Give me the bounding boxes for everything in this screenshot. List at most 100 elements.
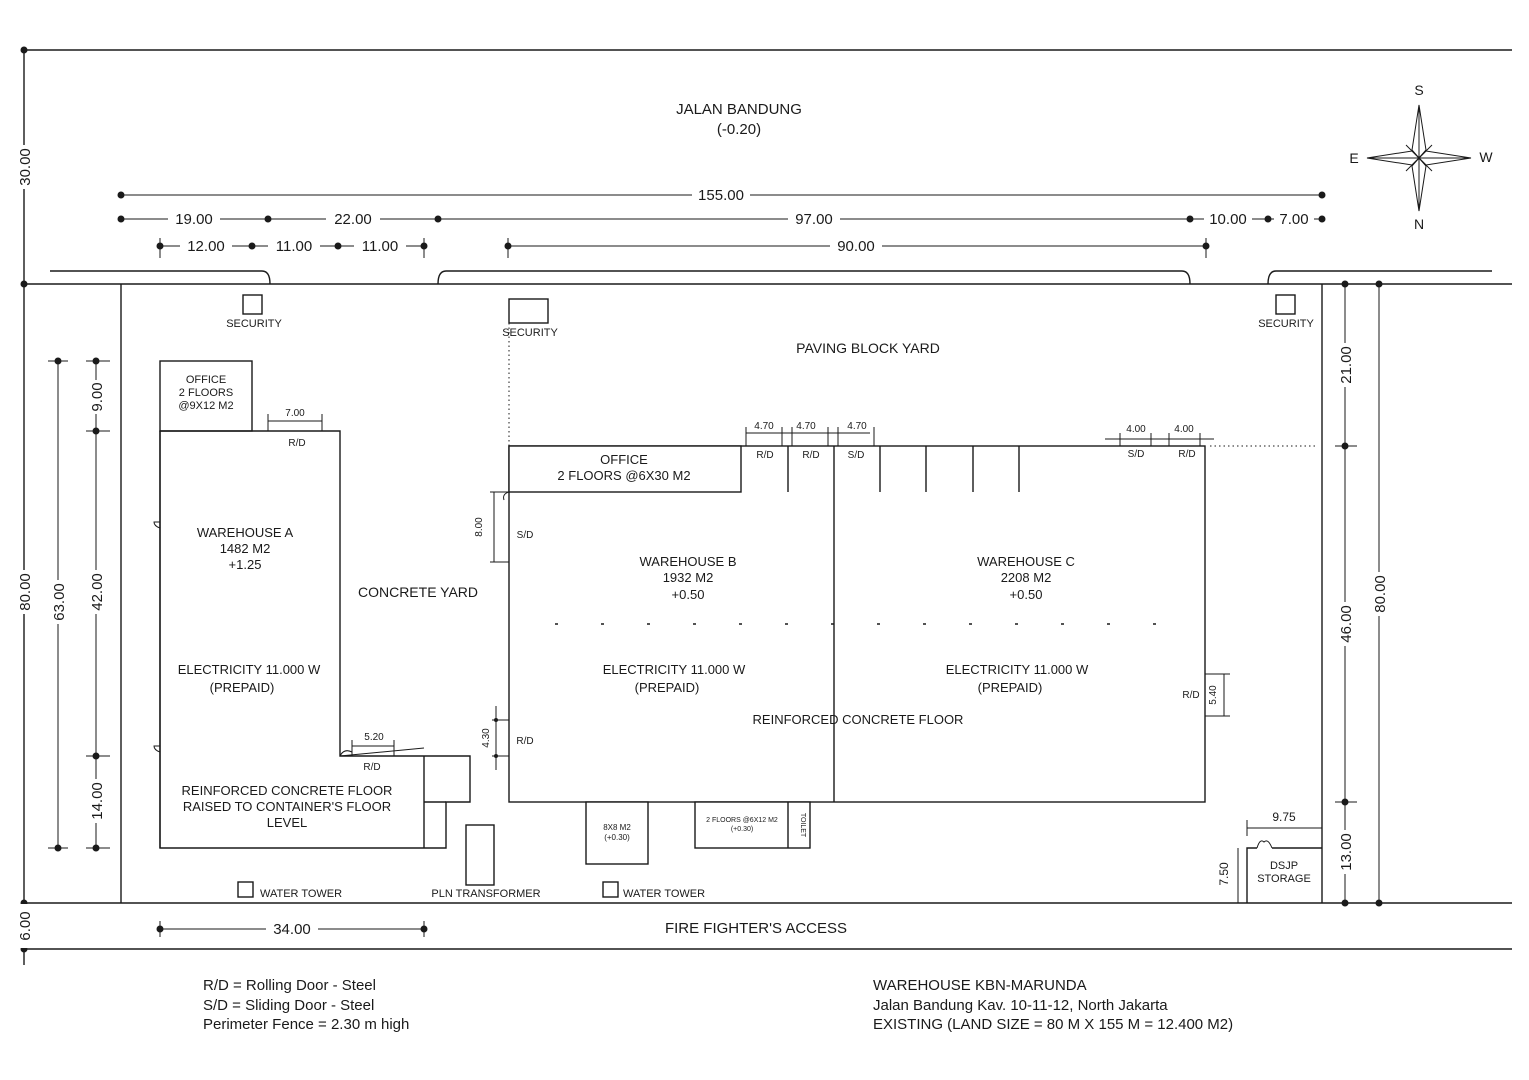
pln-label: PLN TRANSFORMER: [431, 888, 540, 900]
wb-rd-2: R/D: [802, 450, 819, 461]
legend-fence: Perimeter Fence = 2.30 m high: [203, 1016, 409, 1033]
dim-left-42: 42.00: [89, 573, 106, 611]
wc-sd-1: S/D: [848, 450, 865, 461]
dim-door-470a: 4.70: [754, 421, 774, 432]
dim-right-21: 21.00: [1338, 346, 1355, 384]
security-post-left: [242, 294, 263, 315]
water-tower-left-label: WATER TOWER: [260, 888, 342, 900]
dim-left-total: 80.00: [17, 573, 34, 611]
street-level: (-0.20): [717, 121, 761, 138]
dimension-155: 155.00: [117, 186, 1326, 204]
warehouse-a-name: WAREHOUSE A: [197, 525, 294, 540]
dim-bottom-access: 6.00: [17, 911, 34, 940]
wb-rd-1: R/D: [756, 450, 773, 461]
office-a-line1: OFFICE: [186, 374, 226, 386]
wb-sd-left-label: S/D: [517, 530, 534, 541]
warehouse-c-area: 2208 M2: [1001, 570, 1052, 585]
water-tower-right-label: WATER TOWER: [623, 888, 705, 900]
warehouse-a-electricity: ELECTRICITY 11.000 W: [178, 662, 321, 677]
curb-left: [50, 270, 271, 285]
pln-transformer: [465, 824, 495, 886]
office-small-line2: (+0.30): [731, 826, 753, 833]
dimension-row-2: 19.00 22.00 97.00 10.00 7.00: [117, 210, 1326, 228]
wb-left-rd: 4.30 R/D: [481, 706, 534, 770]
dimension-63: 63.00: [48, 357, 68, 852]
dim-total-width: 155.00: [698, 187, 744, 204]
wc-rd-top: R/D: [1178, 449, 1195, 460]
office-a-line2: 2 FLOORS: [179, 387, 233, 399]
wa-bottom-door-dim: 5.20 R/D: [339, 732, 395, 773]
wc-rd-right-label: R/D: [1182, 690, 1199, 701]
dim-dsjp-h: 7.50: [1217, 862, 1231, 886]
street-name: JALAN BANDUNG: [676, 101, 802, 118]
dim-11a: 11.00: [276, 238, 312, 255]
compass-west: W: [1479, 149, 1493, 165]
dim-door-400a: 4.00: [1126, 424, 1146, 435]
dim-97: 97.00: [795, 211, 833, 228]
fire-access-label: FIRE FIGHTER'S ACCESS: [665, 920, 847, 937]
security-post-right: [1275, 294, 1296, 315]
dimension-34: 34.00: [156, 920, 428, 938]
warehouse-c-level: +0.50: [1010, 587, 1043, 602]
warehouse-b-name: WAREHOUSE B: [639, 554, 736, 569]
dim-left-9: 9.00: [89, 382, 106, 411]
warehouse-c-name: WAREHOUSE C: [977, 554, 1075, 569]
dimension-right-chain: 21.00 46.00 13.00: [1335, 280, 1357, 907]
small-building-line2: (+0.30): [604, 833, 630, 842]
warehouse-b-area: 1932 M2: [663, 570, 714, 585]
compass-south: S: [1414, 82, 1423, 98]
wa-rd-top-label: R/D: [288, 438, 305, 449]
dsjp-line2: STORAGE: [1257, 873, 1311, 885]
warehouse-c-electricity: ELECTRICITY 11.000 W: [946, 662, 1089, 677]
office-b-line2: 2 FLOORS @6X30 M2: [557, 468, 690, 483]
title-line3: EXISTING (LAND SIZE = 80 M X 155 M = 12.…: [873, 1016, 1233, 1033]
dim-12: 12.00: [187, 238, 225, 255]
small-building-8x8: [585, 801, 649, 865]
dim-door-400b: 4.00: [1174, 424, 1194, 435]
dim-7: 7.00: [1279, 211, 1308, 228]
wc-right-rd: 5.40 R/D: [1182, 673, 1230, 717]
dim-wa-rd-bottom: 5.20: [364, 732, 384, 743]
reinforced-floor-label: REINFORCED CONCRETE FLOOR: [753, 712, 964, 727]
warehouse-c-prepaid: (PREPAID): [978, 680, 1043, 695]
warehouse-a-prepaid: (PREPAID): [210, 680, 275, 695]
title-line2: Jalan Bandung Kav. 10-11-12, North Jakar…: [873, 997, 1168, 1014]
warehouse-b-level: +0.50: [672, 587, 705, 602]
dim-90: 90.00: [837, 238, 875, 255]
warehouse-a-raised-1: REINFORCED CONCRETE FLOOR: [182, 783, 393, 798]
warehouse-a-raised-2: RAISED TO CONTAINER'S FLOOR: [183, 799, 391, 814]
office-b: [508, 445, 742, 493]
warehouse-b-electricity: ELECTRICITY 11.000 W: [603, 662, 746, 677]
office-b-line1: OFFICE: [600, 452, 648, 467]
security-label-left: SECURITY: [226, 318, 282, 330]
dim-right-13: 13.00: [1338, 833, 1355, 871]
dim-left-63: 63.00: [51, 583, 68, 621]
security-label-right: SECURITY: [1258, 318, 1314, 330]
dim-wa-rd-top: 7.00: [285, 408, 305, 419]
legend-sd: S/D = Sliding Door - Steel: [203, 997, 374, 1014]
dim-right-80: 80.00: [1372, 575, 1389, 613]
office-small-line1: 2 FLOORS @6X12 M2: [706, 817, 778, 824]
wa-door-west-1: [153, 521, 161, 529]
curb-middle: [437, 270, 1191, 285]
dim-right-46: 46.00: [1338, 605, 1355, 643]
dimension-left-chain: 9.00 42.00 14.00: [86, 357, 110, 852]
water-tower-right: [602, 881, 619, 898]
wa-rd-bottom-label: R/D: [363, 762, 380, 773]
compass-east: E: [1349, 150, 1358, 166]
water-tower-left: [237, 881, 254, 898]
wb-top-doors: 4.70 4.70 4.70 R/D R/D S/D: [745, 421, 875, 461]
small-building-line1: 8X8 M2: [603, 823, 631, 832]
dim-wb-rd-left: 4.30: [481, 728, 492, 748]
warehouse-a-level: +1.25: [229, 557, 262, 572]
title-line1: WAREHOUSE KBN-MARUNDA: [873, 977, 1087, 994]
dsjp-storage: 9.75 7.50 DSJP STORAGE: [1215, 810, 1322, 903]
compass-icon: S N E W: [1349, 82, 1493, 232]
warehouse-b-prepaid: (PREPAID): [635, 680, 700, 695]
dim-10: 10.00: [1209, 211, 1247, 228]
dim-wb-sd-left: 8.00: [474, 517, 485, 537]
dimension-row-3: 12.00 11.00 11.00 90.00: [156, 237, 1210, 258]
dsjp-line1: DSJP: [1270, 860, 1298, 872]
office-small: [694, 801, 811, 849]
